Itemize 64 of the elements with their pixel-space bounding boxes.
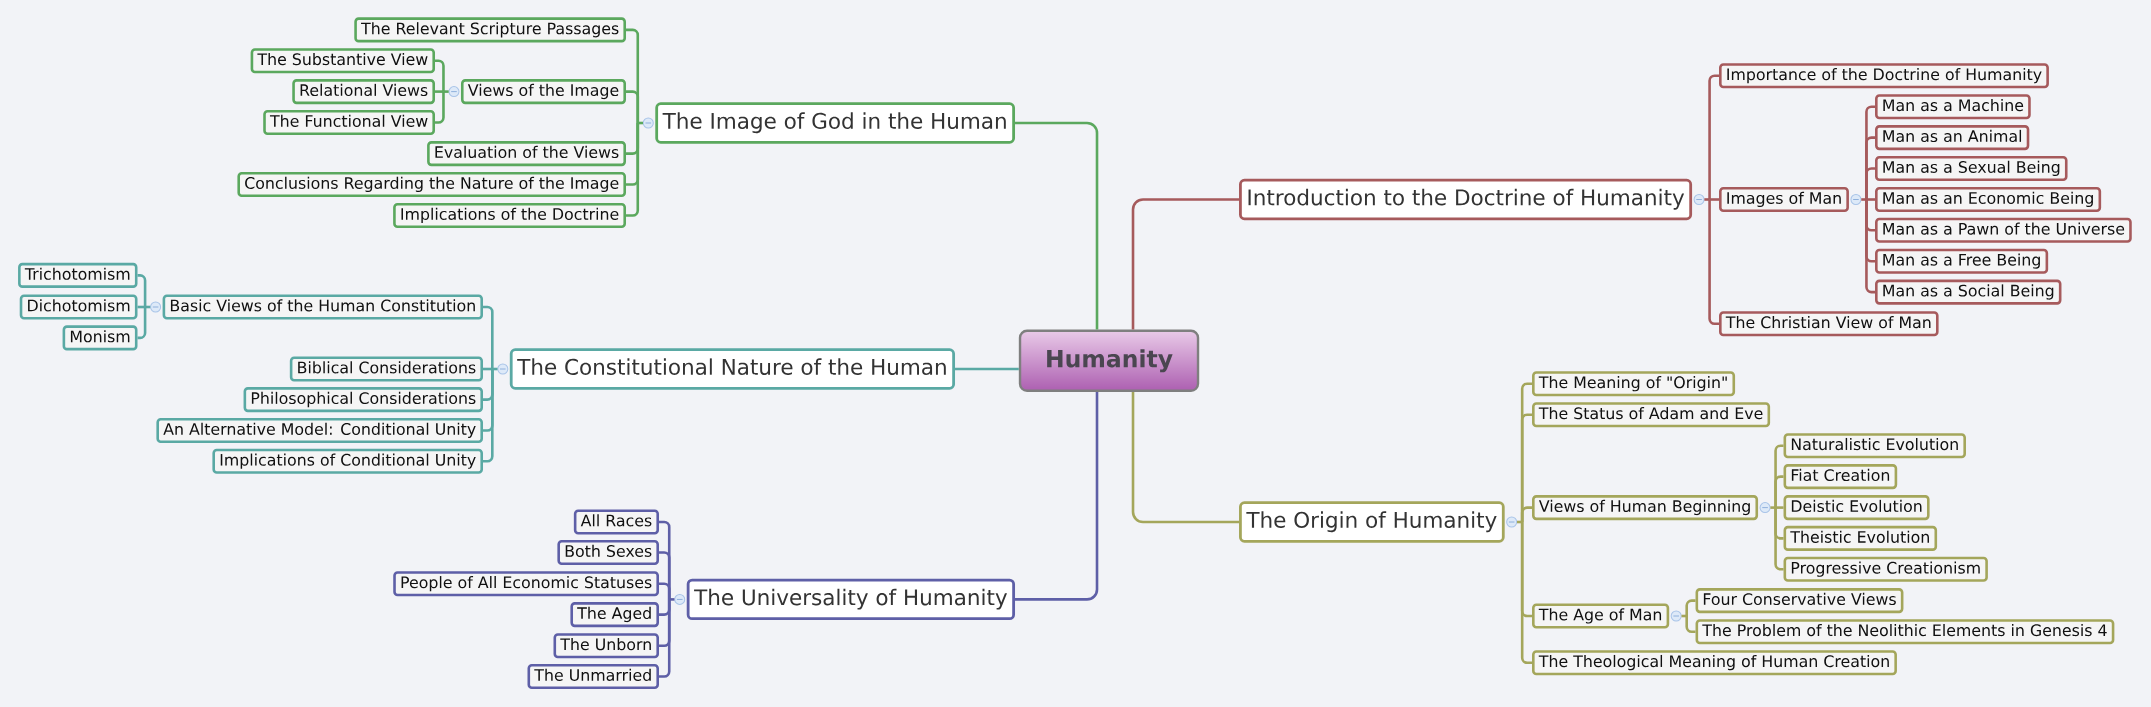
branch-connector [626, 28, 643, 217]
subtopic-box: Man as an Economic Being [1875, 186, 2102, 213]
topic-box: Introduction to the Doctrine of Humanity [1239, 178, 1693, 221]
connector-line [1015, 392, 1099, 601]
subtopic-box: People of All Economic Statuses [393, 571, 659, 597]
subtopic-box: Man as a Machine [1875, 94, 2031, 120]
subtopic-box: Both Sexes [557, 539, 659, 566]
branch-connector [659, 520, 675, 678]
subtopic-box: Fiat Creation [1783, 464, 1898, 490]
subtopic-box: The Status of Adam and Eve [1532, 402, 1771, 428]
subtopic-box: Conclusions Regarding the Nature of the Image [237, 171, 626, 198]
subtopic-box: The Problem of the Neolithic Elements in Genesis 4 [1695, 619, 2115, 645]
subtopic-box: Images of Man [1719, 186, 1849, 213]
central-topic-box: Humanity [1018, 329, 1200, 392]
subtopic-box: Progressive Creationism [1783, 556, 1988, 582]
subtopic-box: Evaluation of the Views [427, 141, 626, 167]
subtopic-box: The Unmarried [527, 663, 659, 690]
subtopic-box: Views of Human Beginning [1532, 495, 1759, 521]
topic-box: The Universality of Humanity [686, 578, 1015, 621]
subtopic-box: Basic Views of the Human Constitution [162, 294, 483, 320]
branch-connector [1517, 382, 1532, 664]
subtopic-box: Theistic Evolution [1783, 525, 1938, 551]
branch-connector [1704, 74, 1719, 326]
subtopic-box: Four Conservative Views [1695, 588, 1904, 614]
subtopic-box: The Age of Man [1532, 603, 1670, 629]
branch-connector [1861, 105, 1876, 294]
connector-line [1131, 392, 1239, 524]
subtopic-box: The Relevant Scripture Passages [354, 17, 626, 43]
connector-line [1131, 198, 1239, 330]
subtopic-box: The Meaning of "Origin" [1532, 371, 1736, 397]
subtopic-box: The Aged [570, 602, 659, 628]
subtopic-box: Naturalistic Evolution [1783, 433, 1966, 459]
subtopic-box: The Unborn [553, 633, 659, 659]
subtopic-box: Biblical Considerations [289, 356, 483, 382]
subtopic-box: Relational Views [292, 79, 435, 105]
subtopic-box: Man as a Social Being [1875, 279, 2062, 305]
subtopic-box: Monism [62, 325, 138, 351]
branch-connector [1770, 444, 1784, 571]
subtopic-box: Dichotomism [19, 294, 138, 320]
subtopic-box: Views of the Image [460, 79, 626, 105]
subtopic-box: Philosophical Considerations [243, 387, 483, 413]
connector-line [1015, 121, 1099, 330]
branch-connector [137, 274, 151, 340]
subtopic-box: The Functional View [263, 109, 435, 136]
subtopic-box: Implications of Conditional Unity [212, 448, 483, 474]
subtopic-box: Man as an Animal [1875, 125, 2030, 151]
subtopic-box: Deistic Evolution [1783, 495, 1930, 521]
topic-box: The Origin of Humanity [1239, 501, 1505, 543]
connector-line [955, 367, 1019, 371]
topic-box: The Constitutional Nature of the Human [509, 348, 955, 390]
subtopic-box: The Christian View of Man [1719, 311, 1939, 337]
branch-connector [435, 59, 449, 124]
subtopic-box: The Substantive View [250, 48, 435, 74]
subtopic-box: Man as a Pawn of the Universe [1875, 217, 2132, 243]
branch-connector [1681, 599, 1696, 633]
subtopic-box: Man as a Sexual Being [1875, 155, 2068, 182]
subtopic-box: Importance of the Doctrine of Humanity [1719, 63, 2049, 89]
subtopic-box: Trichotomism [18, 262, 138, 288]
subtopic-box: The Theological Meaning of Human Creation [1532, 650, 1897, 676]
topic-box: The Image of God in the Human [655, 102, 1015, 144]
subtopic-box: Man as a Free Being [1875, 248, 2049, 274]
subtopic-box: An Alternative Model: Conditional Unity [156, 417, 483, 444]
subtopic-box: All Races [573, 509, 659, 535]
subtopic-box: Implications of the Doctrine [393, 202, 626, 229]
